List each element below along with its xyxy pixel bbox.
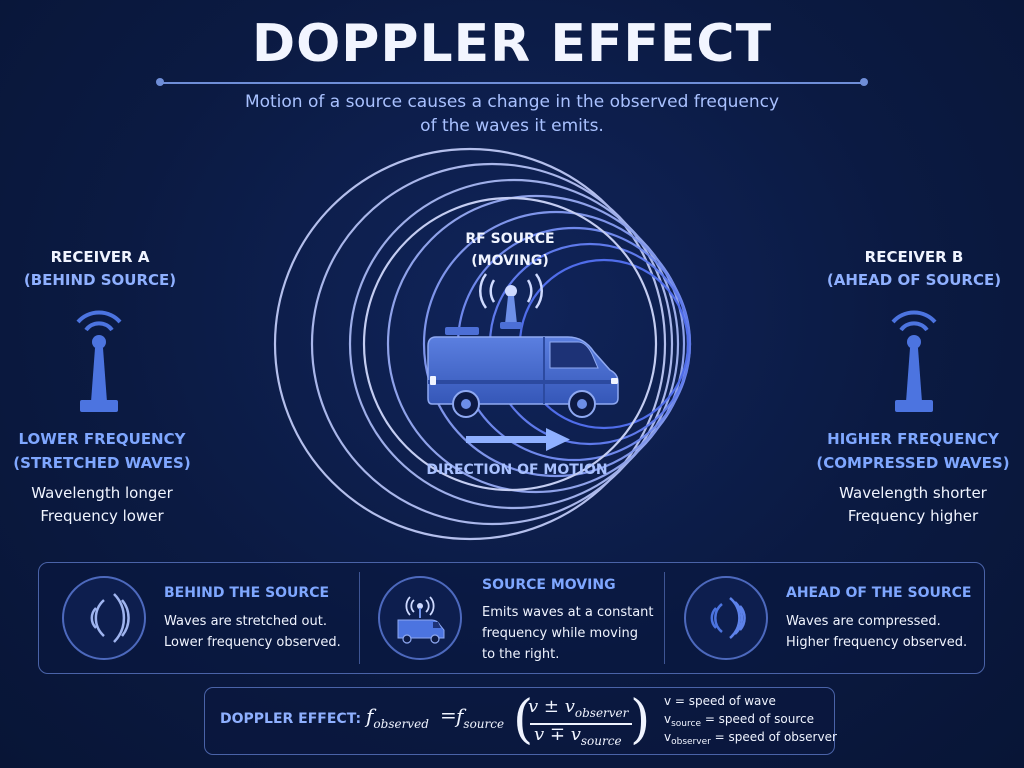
receiver-b-position: (AHEAD OF SOURCE) <box>826 271 1002 289</box>
receiver-a-freq-line-1: LOWER FREQUENCY <box>18 430 186 448</box>
panel-source-desc: Emits waves at a constant frequency whil… <box>482 602 654 665</box>
receiver-a-label: RECEIVER A (BEHIND SOURCE) <box>0 246 200 292</box>
wavefront-9 <box>362 196 658 492</box>
panel-source-line-3: to the right. <box>482 647 560 662</box>
receiver-a-freq-line-2: (STRETCHED WAVES) <box>13 454 191 472</box>
panel-ahead-title: AHEAD OF THE SOURCE <box>786 585 972 601</box>
receiver-a-name: RECEIVER A <box>50 248 150 266</box>
doppler-wavefront-diagram <box>76 147 937 541</box>
stretched-waves-icon <box>62 576 146 660</box>
receiver-b-label: RECEIVER B (AHEAD OF SOURCE) <box>814 246 1014 292</box>
receiver-a-tower-icon <box>76 310 122 412</box>
receiver-b-name: RECEIVER B <box>864 248 964 266</box>
broadcast-antenna-icon <box>479 273 543 329</box>
formula-rhs: fsource <box>456 704 505 731</box>
panel-source-line-2: frequency while moving <box>482 626 638 641</box>
formula-rhs-subscript: source <box>463 717 505 731</box>
direction-of-motion-label: DIRECTION OF MOTION <box>426 462 608 478</box>
panel-divider-1 <box>359 572 360 664</box>
panel-ahead-desc: Waves are compressed. Higher frequency o… <box>786 611 967 653</box>
wavefront-2 <box>310 162 674 526</box>
receiver-a-note: Wavelength longer Frequency lower <box>0 482 212 528</box>
receiver-b-tower-icon <box>891 310 937 412</box>
receiver-a-note-line-2: Frequency lower <box>40 507 164 525</box>
receiver-b-freq-line-1: HIGHER FREQUENCY <box>827 430 999 448</box>
formula-box <box>204 687 835 755</box>
receiver-b-note-line-1: Wavelength shorter <box>839 484 987 502</box>
subtitle-line-2: of the waves it emits. <box>420 116 604 136</box>
receiver-b-frequency: HIGHER FREQUENCY (COMPRESSED WAVES) <box>803 427 1023 475</box>
panel-source-line-1: Emits waves at a constant <box>482 605 654 620</box>
legend-observer-text: = speed of observer <box>710 730 837 744</box>
formula-denominator-text: v ∓ v <box>534 724 581 745</box>
panel-ahead-line-2: Higher frequency observed. <box>786 635 968 650</box>
wavefront-4 <box>386 194 686 494</box>
formula-paren-left: ( <box>513 690 534 750</box>
formula-numerator-text: v ± v <box>528 696 575 717</box>
formula-legend-observer: vobserver = speed of observer <box>664 728 837 748</box>
direction-arrow <box>466 428 570 451</box>
legend-source-text: = speed of source <box>701 712 814 726</box>
receiver-b-note-line-2: Frequency higher <box>847 507 979 525</box>
page-title: DOPPLER EFFECT <box>251 14 773 74</box>
formula-equals: = <box>440 703 457 727</box>
legend-observer-subscript: observer <box>671 737 711 747</box>
van-icon <box>427 327 619 418</box>
panel-behind-desc: Waves are stretched out. Lower frequency… <box>164 611 341 653</box>
wavefront-1 <box>273 147 667 541</box>
formula-denominator: v ∓ vsource <box>534 724 622 748</box>
formula-numerator-subscript: observer <box>574 706 629 720</box>
formula-legend-wave: v = speed of wave <box>664 692 776 710</box>
subtitle: Motion of a source causes a change in th… <box>212 90 812 138</box>
formula-lhs-subscript: observed <box>373 717 429 731</box>
formula-rhs-symbol: f <box>456 704 464 728</box>
panel-behind-title: BEHIND THE SOURCE <box>164 585 330 601</box>
panel-ahead-line-1: Waves are compressed. <box>786 614 941 629</box>
formula-denominator-subscript: source <box>580 734 622 748</box>
van-antenna-icon <box>378 576 462 660</box>
formula-paren-right: ) <box>630 690 651 750</box>
title-divider <box>160 82 864 84</box>
receiver-b-note: Wavelength shorter Frequency higher <box>803 482 1023 528</box>
legend-source-subscript: source <box>671 719 701 729</box>
legend-wave-symbol: v <box>664 694 672 708</box>
source-label-line-2: (MOVING) <box>471 253 549 269</box>
compressed-waves-icon <box>684 576 768 660</box>
formula-legend-source: vsource = speed of source <box>664 710 814 730</box>
formula-lhs: fobserved <box>366 704 429 731</box>
rule-dot-right <box>860 78 868 86</box>
receiver-a-position: (BEHIND SOURCE) <box>23 271 177 289</box>
receiver-b-freq-line-2: (COMPRESSED WAVES) <box>816 454 1010 472</box>
panel-divider-2 <box>664 572 665 664</box>
formula-fraction-bar <box>530 723 632 725</box>
source-label-line-1: RF SOURCE <box>465 231 555 247</box>
panel-behind-line-2: Lower frequency observed. <box>164 635 341 650</box>
legend-source-symbol: v <box>664 712 672 726</box>
legend-observer-symbol: v <box>664 730 672 744</box>
panel-behind-line-1: Waves are stretched out. <box>164 614 327 629</box>
formula-numerator: v ± vobserver <box>528 696 629 720</box>
source-label: RF SOURCE (MOVING) <box>420 228 600 272</box>
subtitle-line-1: Motion of a source causes a change in th… <box>244 92 780 112</box>
formula-lhs-symbol: f <box>366 704 374 728</box>
receiver-a-frequency: LOWER FREQUENCY (STRETCHED WAVES) <box>0 427 212 475</box>
wavefront-3 <box>348 178 680 510</box>
receiver-a-note-line-1: Wavelength longer <box>31 484 173 502</box>
info-panel <box>38 562 985 674</box>
formula-label: DOPPLER EFFECT: <box>220 711 362 727</box>
panel-source-title: SOURCE MOVING <box>482 577 616 593</box>
legend-wave-text: = speed of wave <box>671 694 776 708</box>
